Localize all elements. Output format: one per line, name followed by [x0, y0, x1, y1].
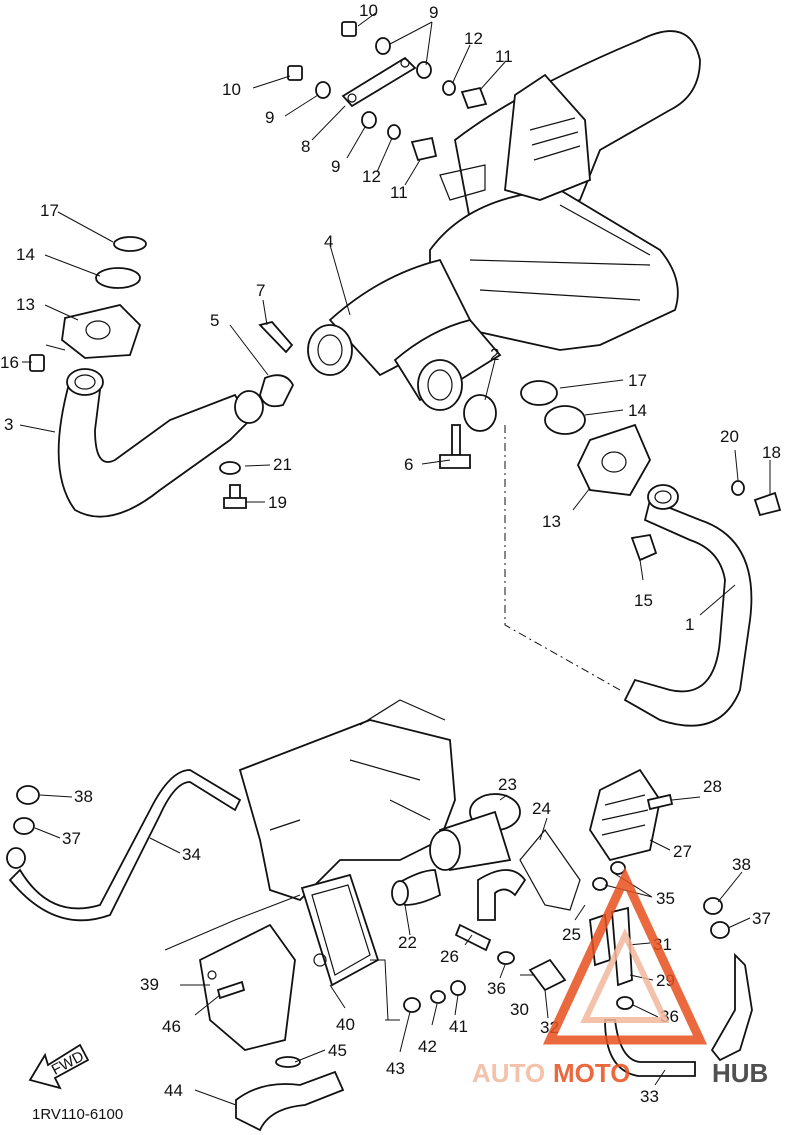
engine-outline — [238, 699, 456, 902]
callout-46: 46 — [162, 1017, 181, 1036]
air-cut-valve-23 — [429, 793, 521, 872]
exhaust-pipe-3 — [29, 236, 295, 518]
callout-23: 23 — [498, 775, 517, 794]
callout-17: 17 — [40, 201, 59, 220]
callout-34: 34 — [182, 845, 201, 864]
callout-3: 3 — [4, 415, 13, 434]
callout-38: 38 — [74, 787, 93, 806]
callout-11: 11 — [495, 47, 513, 66]
exhaust-pipe-1 — [219, 320, 782, 727]
callout-14: 14 — [16, 245, 35, 264]
callout-19: 19 — [268, 493, 287, 512]
callout-5: 5 — [210, 311, 219, 330]
hose-44 — [235, 1056, 345, 1132]
callout-13: 13 — [16, 295, 35, 314]
muffler-assembly — [307, 30, 701, 411]
callout-25: 25 — [562, 925, 581, 944]
callout-40: 40 — [336, 1015, 355, 1034]
callout-labels: 10 9 12 11 10 9 8 9 12 11 17 14 13 16 3 … — [0, 1, 781, 1106]
callout-1: 1 — [685, 615, 694, 634]
bracket-hardware — [287, 21, 488, 162]
hose-left-37-38 — [6, 785, 40, 869]
callout-22: 22 — [398, 933, 417, 952]
hose-right-37-38 — [592, 861, 753, 1062]
callout-11: 11 — [390, 183, 408, 202]
callout-4: 4 — [324, 232, 333, 251]
callout-18: 18 — [762, 443, 781, 462]
callout-15: 15 — [634, 591, 653, 610]
callout-12: 12 — [464, 29, 483, 48]
callout-2: 2 — [490, 345, 499, 364]
callout-37: 37 — [752, 909, 771, 928]
alignment-line — [504, 425, 621, 691]
callout-12: 12 — [362, 167, 381, 186]
pipe-26 — [454, 923, 492, 952]
callout-24: 24 — [532, 799, 551, 818]
callout-26: 26 — [440, 947, 459, 966]
pipe-22 — [391, 869, 442, 906]
callout-45: 45 — [328, 1041, 347, 1060]
callout-28: 28 — [703, 777, 722, 796]
callout-6: 6 — [404, 455, 413, 474]
callout-9: 9 — [429, 3, 438, 22]
diagram-code: 1RV110-6100 — [32, 1106, 123, 1123]
hose-34 — [8, 769, 242, 922]
watermark-text-hub: HUB — [712, 1058, 768, 1088]
callout-7: 7 — [256, 281, 265, 300]
callout-8: 8 — [301, 137, 310, 156]
bracket-24 — [519, 829, 581, 911]
callout-38: 38 — [732, 855, 751, 874]
callout-43: 43 — [386, 1059, 405, 1078]
watermark-triangle — [542, 867, 708, 1045]
watermark-logo: AUTO MOTO HUB — [472, 867, 768, 1088]
callout-14: 14 — [628, 401, 647, 420]
forward-arrow: FWD — [28, 1043, 90, 1090]
hose-25 — [477, 869, 527, 921]
callout-44: 44 — [164, 1081, 183, 1100]
callout-39: 39 — [140, 975, 159, 994]
callout-17: 17 — [628, 371, 647, 390]
watermark-text-auto: AUTO — [472, 1058, 545, 1088]
air-filter-40 — [300, 873, 380, 987]
callout-9: 9 — [331, 157, 340, 176]
callout-21: 21 — [273, 455, 292, 474]
reed-valve-27 — [589, 768, 661, 862]
callout-27: 27 — [673, 842, 692, 861]
callout-36: 36 — [487, 979, 506, 998]
callout-20: 20 — [720, 427, 739, 446]
bolt-28 — [646, 793, 674, 811]
callout-13: 13 — [542, 512, 561, 531]
callout-42: 42 — [418, 1037, 437, 1056]
callout-9: 9 — [265, 108, 274, 127]
callout-16: 16 — [0, 353, 19, 372]
callout-10: 10 — [222, 80, 241, 99]
filter-case-cover-39 — [199, 923, 296, 1051]
leader-lines — [19, 11, 771, 1106]
callout-41: 41 — [449, 1017, 468, 1036]
watermark-text-moto: MOTO — [553, 1058, 631, 1088]
callout-37: 37 — [62, 829, 81, 848]
callout-33: 33 — [640, 1087, 659, 1106]
callout-30: 30 — [510, 1000, 529, 1019]
callout-10: 10 — [359, 1, 378, 20]
callout-35: 35 — [656, 889, 675, 908]
